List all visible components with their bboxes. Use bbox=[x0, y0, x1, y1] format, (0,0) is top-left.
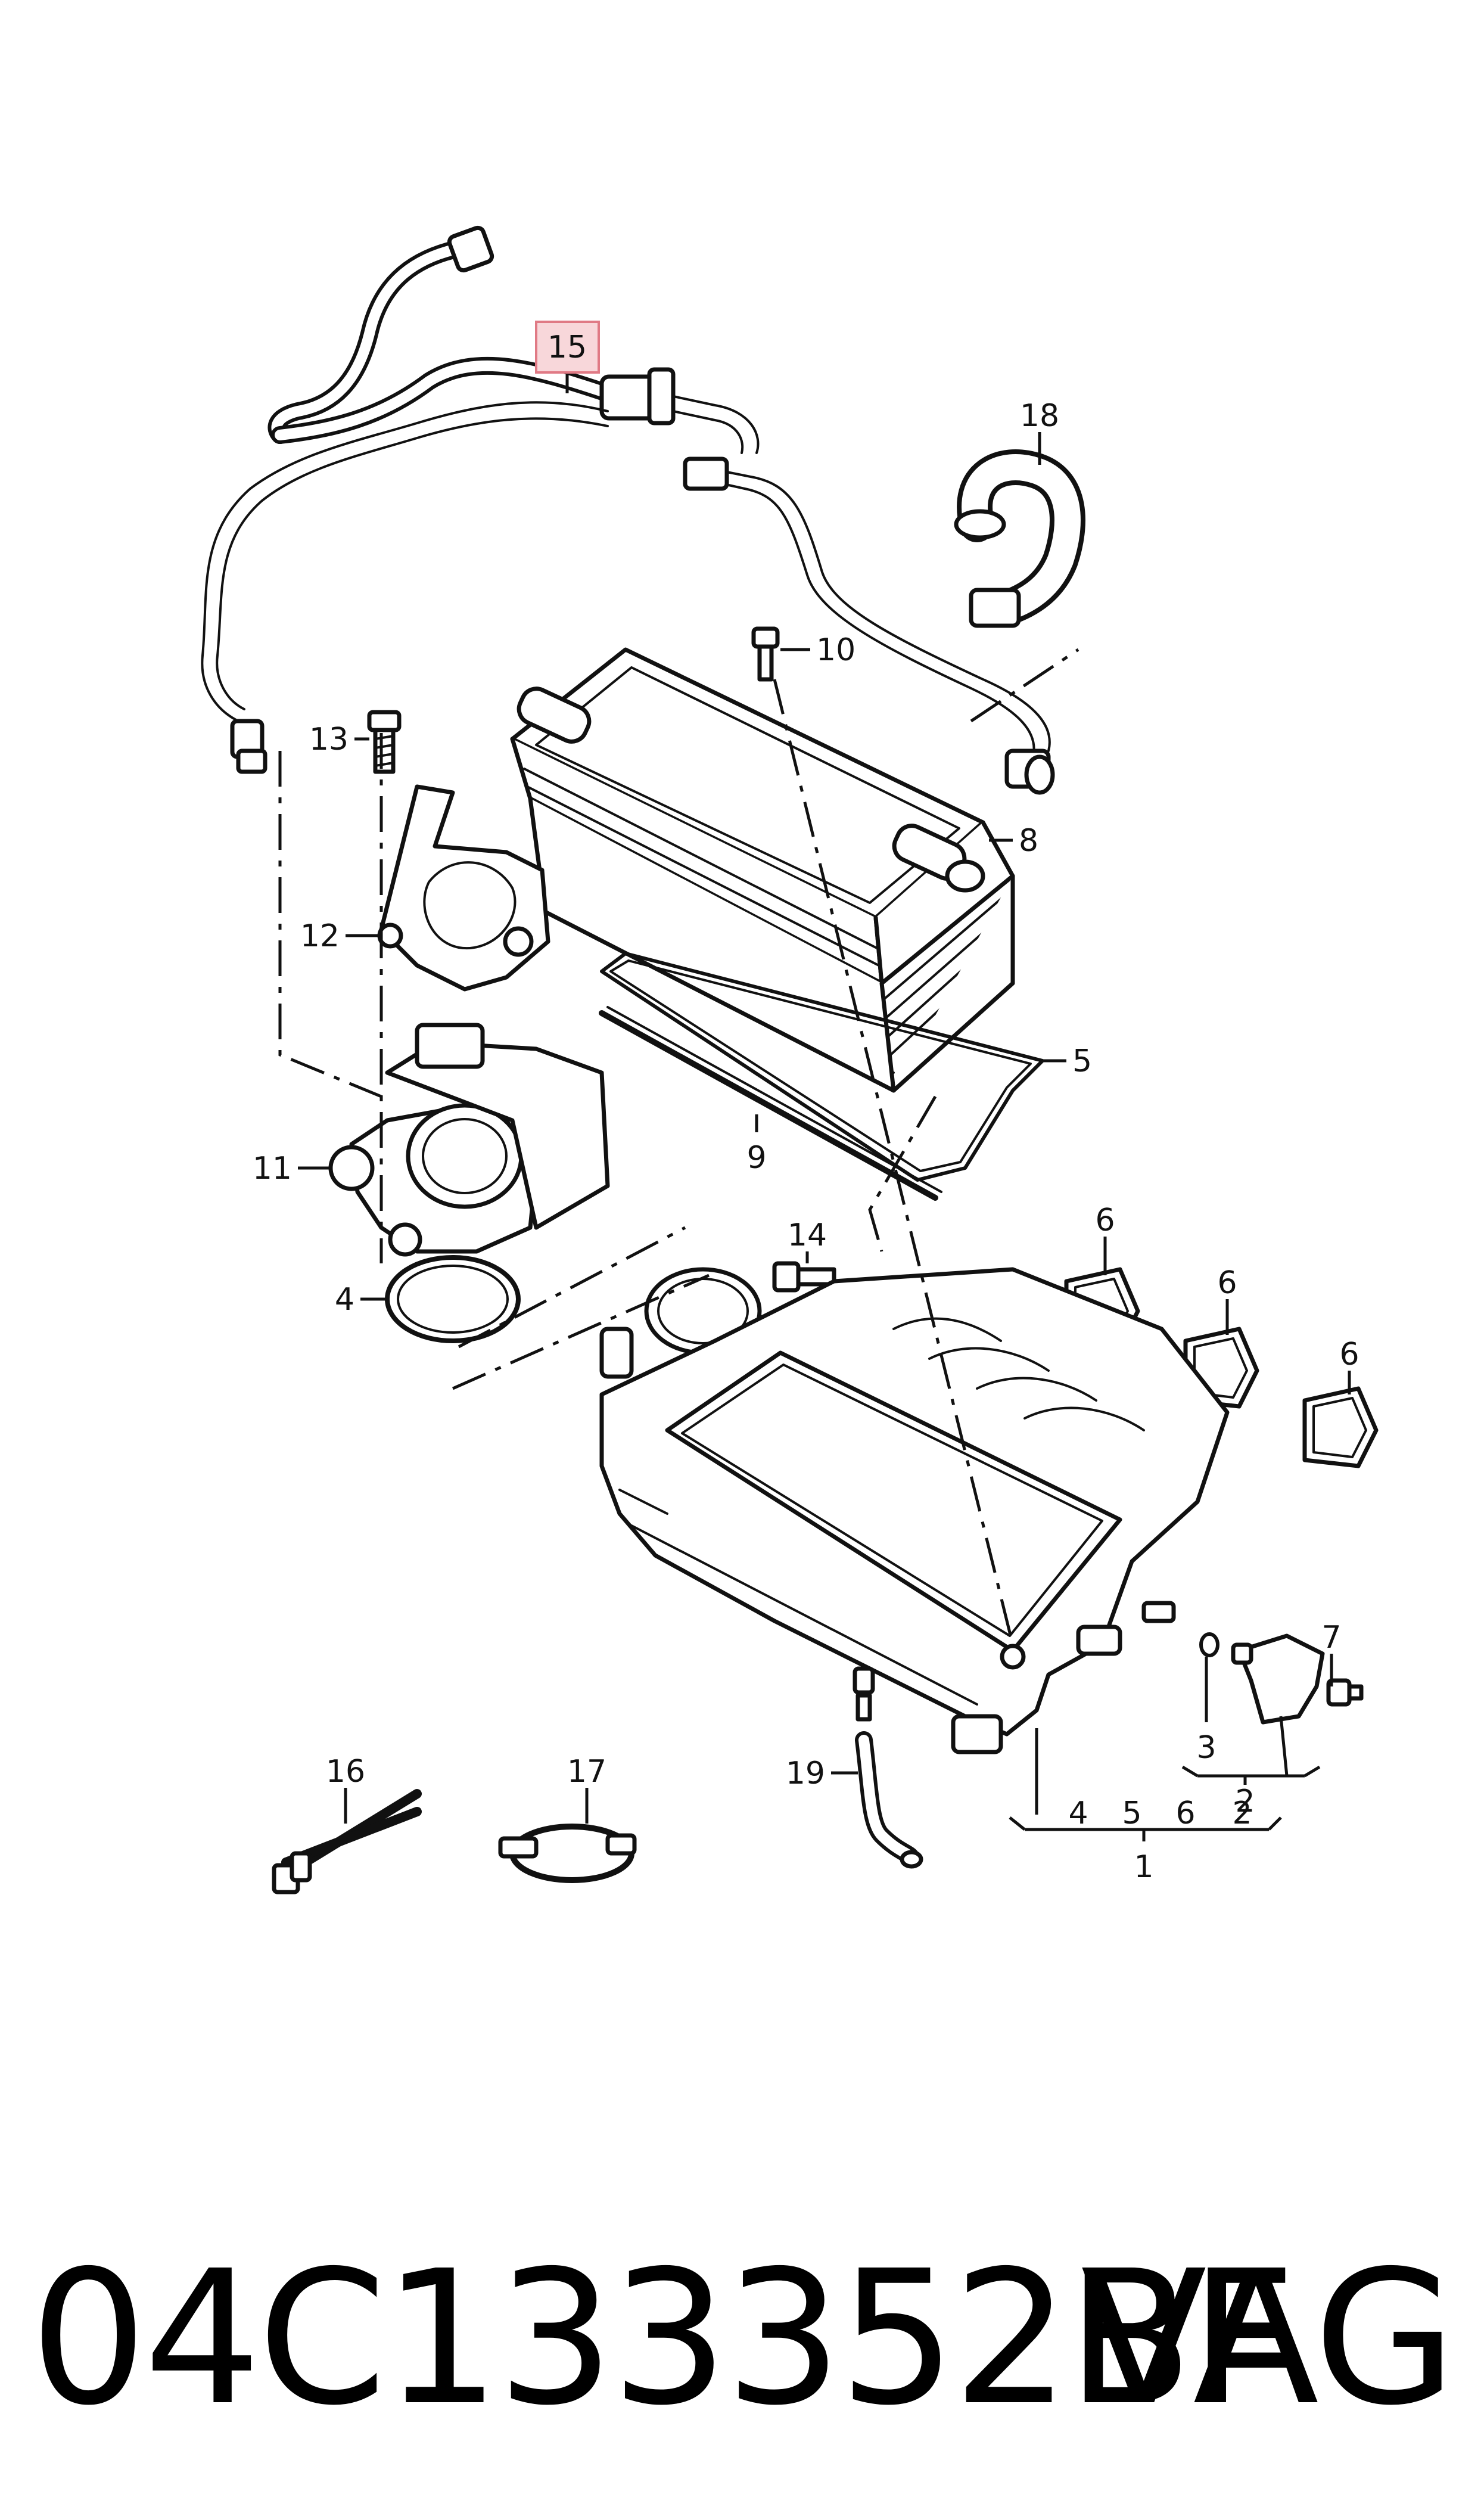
throttle-body-part bbox=[328, 1023, 610, 1257]
diagram-canvas: 15 18 10 13 8 12 5 9 11 14 6 6 6 4 7 3 2… bbox=[201, 225, 1379, 1894]
callout-6-first[interactable]: 6 bbox=[1095, 1203, 1115, 1238]
assembly-lines bbox=[278, 648, 1079, 1645]
callout-1[interactable]: 1 bbox=[1134, 1849, 1153, 1885]
callout-8[interactable]: 8 bbox=[1019, 823, 1038, 859]
callout-group-2[interactable]: 2 bbox=[1232, 1796, 1252, 1831]
hose-clamp-part bbox=[498, 1824, 637, 1883]
bolt-13-part bbox=[367, 710, 402, 774]
callout-labels: 15 18 10 13 8 12 5 9 11 14 6 6 6 4 7 3 2… bbox=[253, 321, 1359, 1885]
bolt-14-part bbox=[772, 1261, 836, 1293]
vacuum-hose-part bbox=[853, 1666, 923, 1869]
callout-12[interactable]: 12 bbox=[300, 918, 340, 954]
cable-ties-part bbox=[272, 1789, 422, 1894]
callout-17[interactable]: 17 bbox=[567, 1754, 606, 1790]
seal-strip-part bbox=[599, 1006, 942, 1201]
bracket-part bbox=[377, 784, 550, 992]
callout-2[interactable]: 2 bbox=[1235, 1784, 1255, 1819]
callout-14[interactable]: 14 bbox=[788, 1217, 827, 1253]
callout-group-5[interactable]: 5 bbox=[1122, 1796, 1141, 1831]
callout-group-4[interactable]: 4 bbox=[1068, 1796, 1088, 1831]
callout-6-third[interactable]: 6 bbox=[1339, 1337, 1359, 1372]
sensor-part bbox=[1199, 1632, 1364, 1725]
part-number-text: 04C133352BF bbox=[30, 2231, 1296, 2446]
callout-13[interactable]: 13 bbox=[309, 722, 349, 757]
leader-lines bbox=[298, 372, 1351, 1841]
hose-assembly-part bbox=[201, 225, 1055, 795]
brand-text: VAG bbox=[1080, 2231, 1457, 2446]
callout-9[interactable]: 9 bbox=[746, 1140, 766, 1176]
coolant-hose-part bbox=[954, 449, 1085, 628]
callout-15[interactable]: 15 bbox=[547, 330, 587, 365]
callout-19[interactable]: 19 bbox=[786, 1756, 825, 1791]
bolt-10-part bbox=[751, 626, 780, 682]
o-ring-part bbox=[385, 1255, 521, 1343]
callout-group-6[interactable]: 6 bbox=[1175, 1796, 1195, 1831]
callout-6-second[interactable]: 6 bbox=[1217, 1265, 1237, 1301]
callout-highlight-box bbox=[535, 321, 600, 374]
callout-11[interactable]: 11 bbox=[253, 1151, 292, 1186]
callout-5[interactable]: 5 bbox=[1072, 1043, 1092, 1079]
callout-4[interactable]: 4 bbox=[335, 1282, 354, 1318]
charge-air-cooler-part bbox=[510, 647, 1015, 1093]
callout-10[interactable]: 10 bbox=[816, 632, 855, 668]
callout-18[interactable]: 18 bbox=[1020, 398, 1059, 434]
callout-3[interactable]: 3 bbox=[1196, 1730, 1216, 1766]
callout-16[interactable]: 16 bbox=[326, 1754, 365, 1790]
intake-manifold-part bbox=[599, 1267, 1230, 1754]
callout-7[interactable]: 7 bbox=[1321, 1620, 1341, 1655]
